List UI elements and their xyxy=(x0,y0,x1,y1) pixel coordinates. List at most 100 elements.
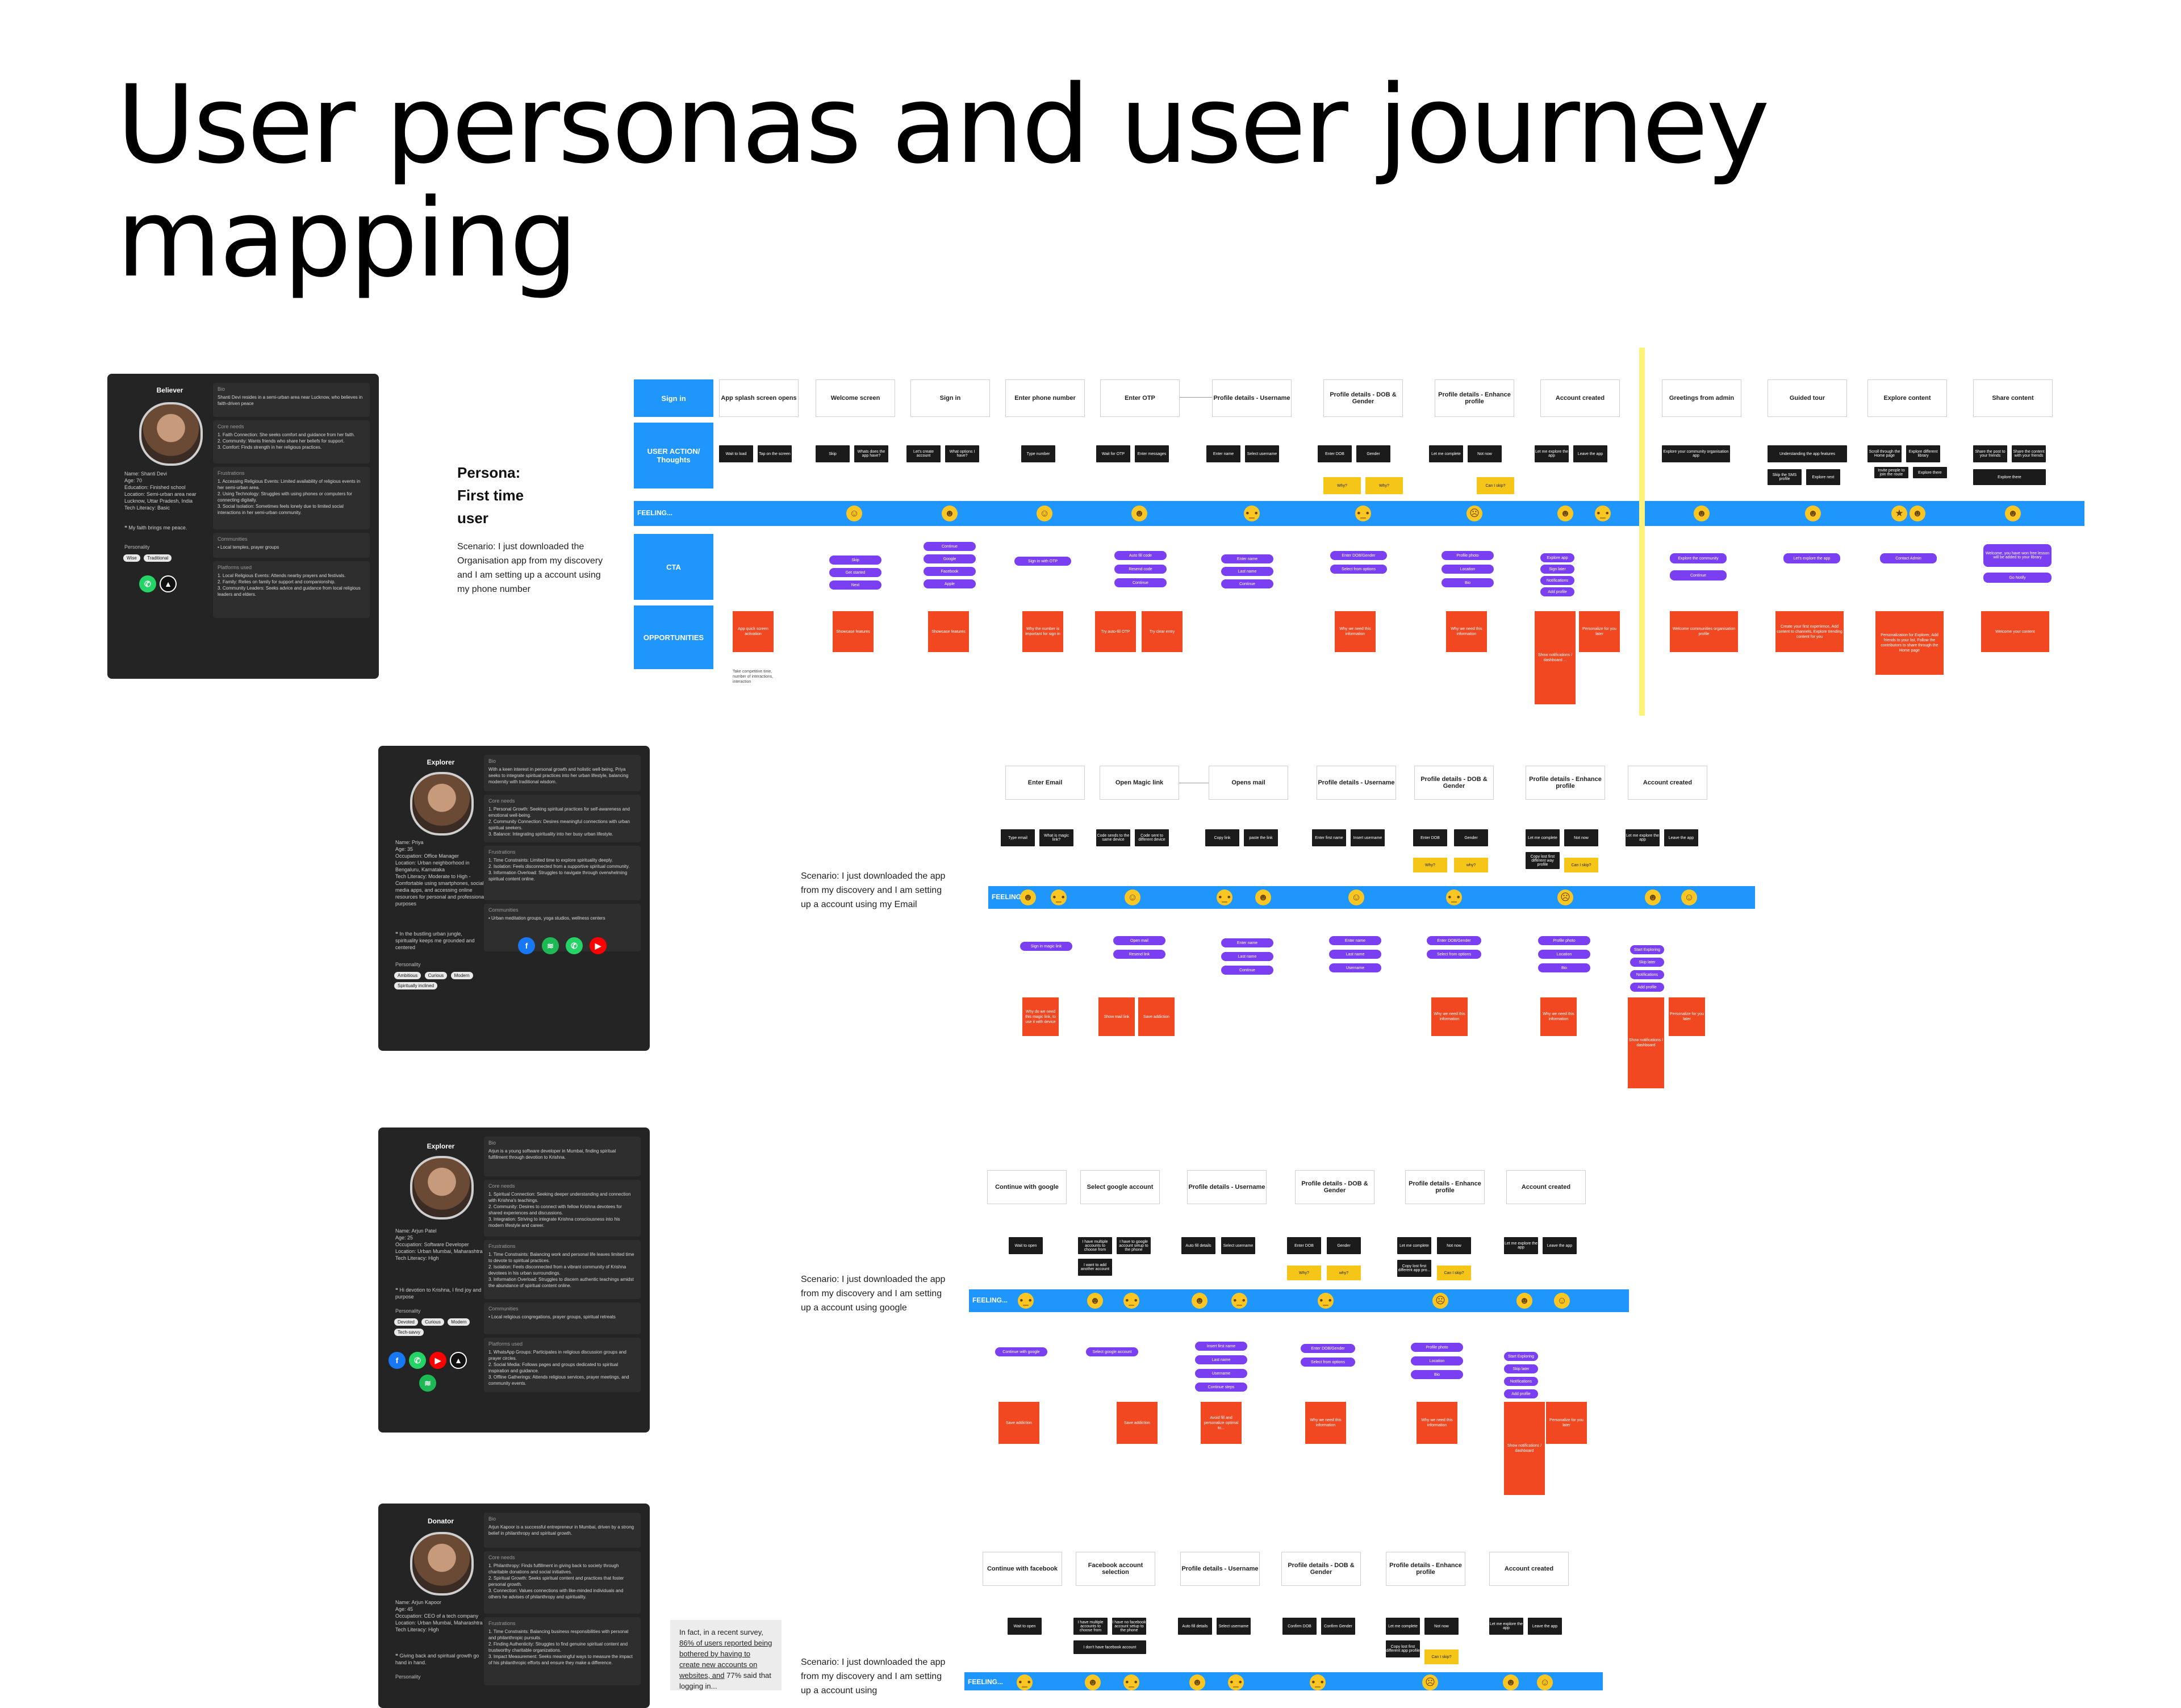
action-card: Enter first name xyxy=(1312,829,1346,846)
opportunity-card: Why do we need this magic link, to use i… xyxy=(1022,997,1059,1036)
yellow-note: why? xyxy=(1327,1266,1361,1280)
action-card: I want to add another account xyxy=(1078,1259,1112,1276)
grinning-face-icon: ☻ xyxy=(1910,506,1925,521)
opportunity-card: Personalize for you later xyxy=(1546,1402,1587,1444)
upload-icon: ▲ xyxy=(450,1352,467,1369)
slightly-smiling-face-icon: ☺ xyxy=(1037,506,1052,521)
youtube-icon: ▶ xyxy=(429,1352,446,1369)
cta-pill: Last name xyxy=(1221,952,1273,961)
cta-pill: Location xyxy=(1442,565,1494,574)
opportunity-card: Save addiction xyxy=(998,1402,1039,1444)
cta-pill: Resend link xyxy=(1113,950,1165,959)
opportunity-card: Why we need this information xyxy=(1335,611,1376,652)
journey3-step: Continue with google xyxy=(987,1170,1067,1204)
action-card: paste the link xyxy=(1244,829,1278,846)
cta-pill: Insert first name xyxy=(1195,1342,1247,1351)
neutral-face-icon: •_• xyxy=(1123,1674,1139,1690)
trait-pill: Devoted xyxy=(394,1318,418,1326)
personality-heading: Personality xyxy=(395,1308,421,1314)
section-body: 1. WhatsApp Groups: Participates in reli… xyxy=(488,1349,636,1387)
section-heading: Communities xyxy=(218,536,365,542)
action-card: Let me complete xyxy=(1526,829,1560,846)
cta-pill: Last name xyxy=(1195,1355,1247,1364)
action-card: Gender xyxy=(1454,829,1488,846)
opportunity-card: App quick screen activation xyxy=(733,611,774,652)
frustrations-section: Frustrations 1. Time Constraints: Balanc… xyxy=(484,1617,641,1685)
action-card: Copy link xyxy=(1205,829,1239,846)
row-label-signin: Sign in xyxy=(634,379,713,417)
section-heading: Core needs xyxy=(488,1183,636,1189)
avatar xyxy=(139,402,203,466)
slightly-smiling-face-icon: ☺ xyxy=(1125,890,1140,905)
communities-section: Communities • Urban meditation groups, y… xyxy=(484,904,641,951)
journey1-step: Welcome screen xyxy=(816,379,895,417)
frustrations-section: Frustrations 1. Accessing Religious Even… xyxy=(213,467,370,529)
spotify-icon: ≋ xyxy=(542,937,559,954)
fact-item: Age: 25 xyxy=(395,1234,486,1241)
action-card: Not now xyxy=(1424,1618,1459,1635)
journey4-step: Facebook account selection xyxy=(1076,1552,1155,1586)
whatsapp-icon: ✆ xyxy=(139,575,156,592)
action-card: What is magic link? xyxy=(1039,829,1073,846)
action-card: Confirm Gender xyxy=(1321,1618,1355,1635)
action-card: Code sends to the same device xyxy=(1096,829,1130,846)
action-card: Select username xyxy=(1245,445,1279,462)
persona-quote: ❝ In the bustling urban jungle, spiritua… xyxy=(395,930,486,951)
note-text: In fact, in a recent survey, xyxy=(679,1628,763,1636)
action-card: I have no facebook account setup to the … xyxy=(1112,1618,1146,1635)
grinning-face-icon: ☻ xyxy=(1189,1674,1205,1690)
star-struck-face-icon: ★ xyxy=(1891,506,1907,521)
section-heading: Platforms used xyxy=(488,1341,636,1347)
section-heading: Frustrations xyxy=(488,849,636,855)
cta-pill: Start Exploring xyxy=(1630,945,1664,954)
cta-pill: Get started xyxy=(829,568,881,577)
cta-pill: Explore app xyxy=(1540,553,1574,562)
action-card: Let me explore the app xyxy=(1489,1618,1523,1635)
bio-section: Bio With a keen interest in personal gro… xyxy=(484,755,641,791)
section-heading: Core needs xyxy=(218,424,365,429)
cta-pill: Let's explore the app xyxy=(1783,553,1840,563)
persona-facts: Name: Priya Age: 35 Occupation: Office M… xyxy=(395,839,486,907)
action-card: Leave the app xyxy=(1573,445,1607,462)
section-body: 1. Time Constraints: Balancing work and … xyxy=(488,1251,636,1289)
yellow-note: Can I skip? xyxy=(1437,1266,1471,1280)
neutral-face-icon: •_• xyxy=(1446,890,1462,905)
quote-text: My faith brings me peace. xyxy=(128,525,187,531)
cta-pill: Sign later xyxy=(1540,565,1574,574)
journey4-step: Profile details - DOB & Gender xyxy=(1281,1552,1361,1586)
spotify-icon: ≋ xyxy=(419,1375,436,1392)
cta-pill: Auto fill code xyxy=(1114,551,1167,560)
fact-item: Occupation: CEO of a tech company xyxy=(395,1613,486,1619)
fact-item: Education: Finished school xyxy=(124,484,215,491)
bio-section: Bio Arjun is a young software developer … xyxy=(484,1137,641,1176)
opportunity-card: Show notifications / dashboard ... xyxy=(1535,611,1576,704)
slightly-smiling-face-icon: ☺ xyxy=(1554,1293,1570,1309)
action-card: Type email xyxy=(1001,829,1035,846)
action-card: Wait to open xyxy=(1009,1237,1043,1254)
journey1-step: Enter phone number xyxy=(1005,379,1085,417)
fact-item: Tech Literacy: High xyxy=(395,1626,486,1633)
grinning-face-icon: ☻ xyxy=(1503,1674,1519,1690)
neutral-face-icon: •_• xyxy=(1318,1293,1334,1309)
section-body: 1. Spiritual Connection: Seeking deeper … xyxy=(488,1191,636,1229)
opportunity-card: Show notifications / dashboard xyxy=(1504,1402,1545,1495)
journey1-step: Guided tour xyxy=(1768,379,1847,417)
core-needs-section: Core needs 1. Philanthropy: Finds fulfil… xyxy=(484,1551,641,1614)
personality-heading: Personality xyxy=(395,1674,421,1680)
frowning-face-icon: ☹ xyxy=(1557,890,1573,905)
opportunity-card: Personalize for you later xyxy=(1669,997,1705,1036)
persona-label: Believer xyxy=(124,386,215,394)
cta-pill: Enter DOB/Gender xyxy=(1301,1344,1355,1353)
journey4-step: Profile details - Username xyxy=(1180,1552,1260,1586)
fact-item: Name: Arjun Patel xyxy=(395,1227,486,1234)
fact-item: Location: Urban Mumbai, Maharashtra xyxy=(395,1619,486,1626)
action-card: Invite people to join the route xyxy=(1874,467,1908,478)
trait-list: Ambitious Curious Modern Spiritually inc… xyxy=(394,970,485,990)
cta-pill: Bio xyxy=(1538,963,1590,972)
action-card: Enter messages xyxy=(1135,445,1169,462)
slightly-smiling-face-icon: ☺ xyxy=(1681,890,1697,905)
trait-list: Wise Traditional xyxy=(123,552,214,562)
opportunity-card: Try auto-fill OTP xyxy=(1095,611,1136,652)
journey1-step: Account created xyxy=(1540,379,1620,417)
cta-pill: Resend code xyxy=(1114,565,1167,574)
